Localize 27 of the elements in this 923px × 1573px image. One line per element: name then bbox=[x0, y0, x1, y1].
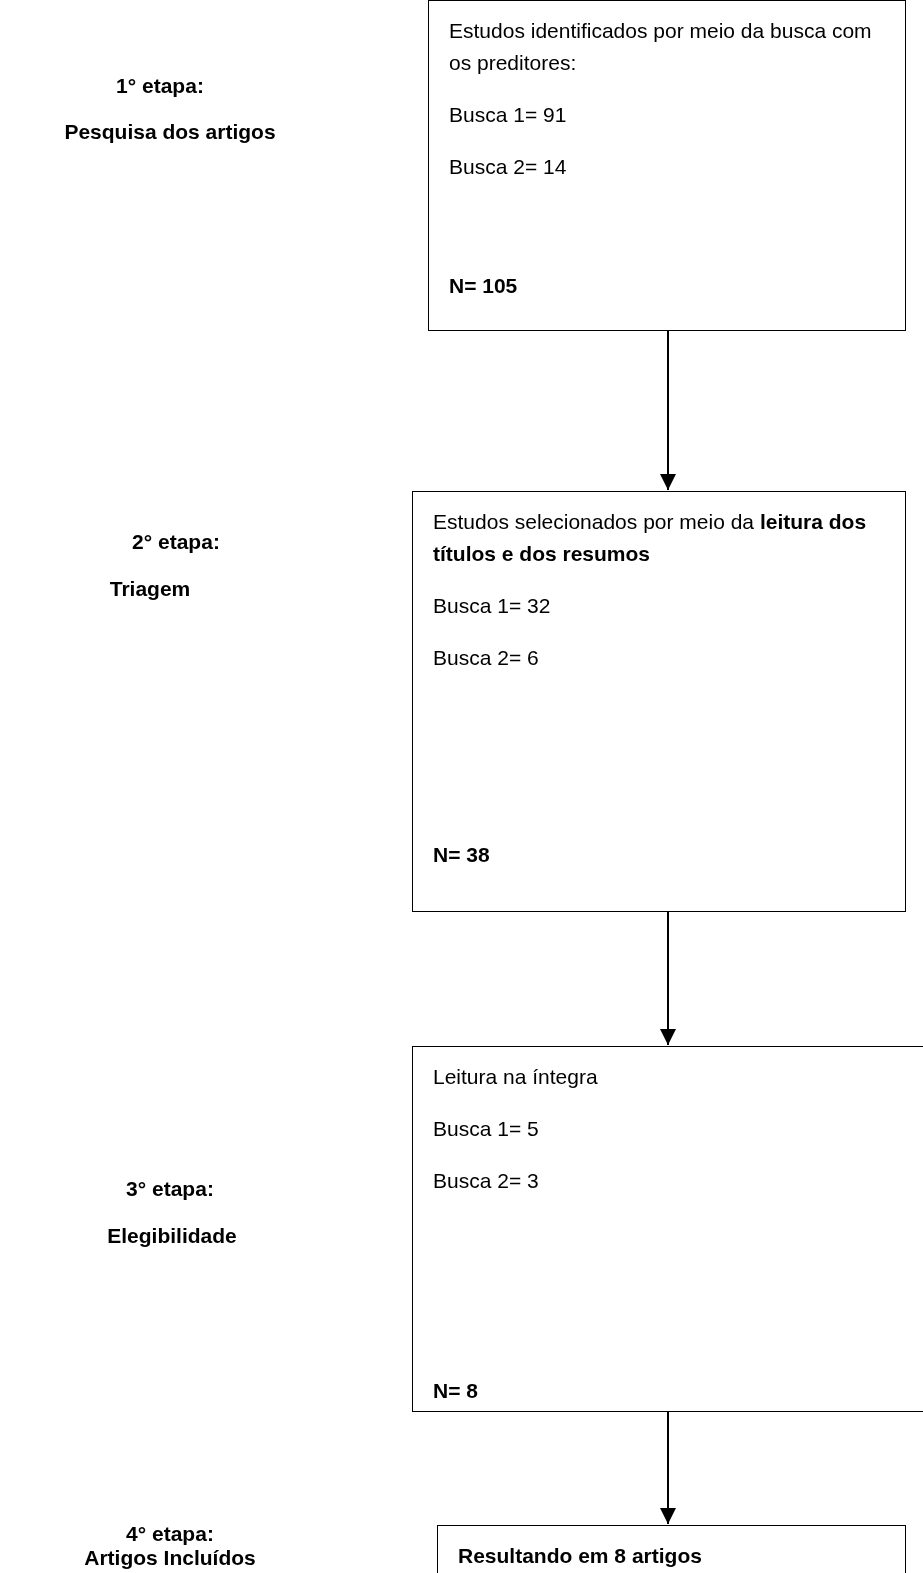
box-text: Estudos selecionados por meio da leitura dos títulos e dos resumos bbox=[433, 509, 868, 567]
stage-label: Triagem bbox=[108, 576, 192, 602]
stage-label: 3° etapa: bbox=[125, 1176, 215, 1202]
arrow bbox=[660, 911, 676, 1046]
box-text: Estudos identificados por meio da busca com os preditores: bbox=[449, 18, 873, 76]
process-box bbox=[412, 491, 906, 912]
box-text: Busca 2= 6 bbox=[433, 645, 539, 671]
box-text: Busca 1= 32 bbox=[433, 593, 551, 619]
box-text: N= 105 bbox=[449, 273, 518, 299]
arrow bbox=[660, 330, 676, 491]
stage-label: 4° etapa: bbox=[125, 1521, 215, 1547]
stage-label: Artigos Incluídos bbox=[83, 1545, 257, 1571]
box-text: N= 8 bbox=[433, 1378, 478, 1404]
box-text: Busca 2= 3 bbox=[433, 1168, 539, 1194]
stage-label: 1° etapa: bbox=[115, 73, 205, 99]
stage-label: Elegibilidade bbox=[106, 1223, 238, 1249]
box-text: Busca 1= 91 bbox=[449, 102, 567, 128]
box-text: N= 38 bbox=[433, 842, 490, 868]
process-box bbox=[428, 0, 906, 331]
arrow bbox=[660, 1411, 676, 1525]
box-text: Busca 2= 14 bbox=[449, 154, 567, 180]
process-box bbox=[412, 1046, 923, 1412]
stage-label: 2° etapa: bbox=[131, 529, 221, 555]
box-text: Leitura na íntegra bbox=[433, 1064, 598, 1090]
stage-label: Pesquisa dos artigos bbox=[63, 119, 277, 145]
box-text: Resultando em 8 artigos bbox=[458, 1543, 702, 1569]
box-text: Busca 1= 5 bbox=[433, 1116, 539, 1142]
